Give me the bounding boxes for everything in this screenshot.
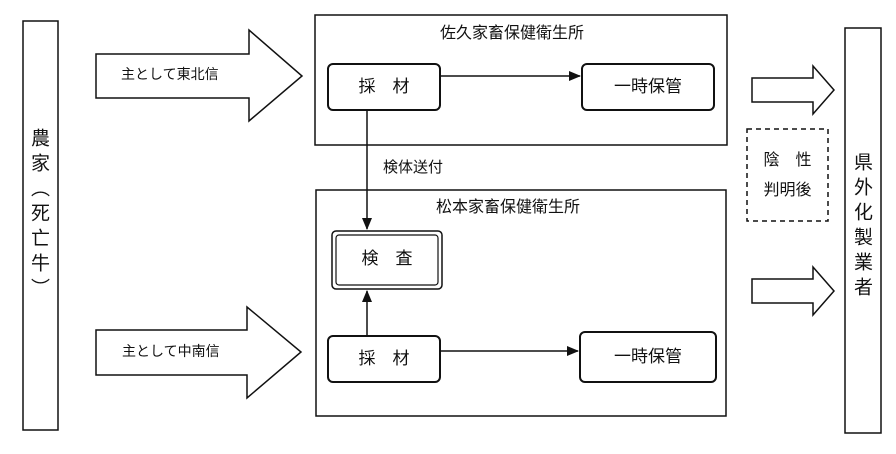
matsumoto-collect-label: 採 材 <box>358 349 410 369</box>
sample-send-label: 検体送付 <box>383 158 444 176</box>
renderer-box <box>844 27 882 434</box>
saku-collect-box <box>327 63 441 111</box>
saku-storage-box <box>581 63 715 111</box>
matsumoto-storage-label: 一時保管 <box>614 347 682 367</box>
saku-facility-title: 佐久家畜保健衛生所 <box>440 23 585 42</box>
farm-label: 農家（死亡牛） <box>28 128 50 303</box>
negative-result-box <box>746 128 829 222</box>
saku-collect-label: 採 材 <box>358 77 410 97</box>
matsumoto-facility-title: 松本家畜保健衛生所 <box>436 197 581 216</box>
to-renderer-arrow-bottom <box>751 265 835 317</box>
southcentral-arrow <box>95 305 303 400</box>
negative-note-line1: 陰 性 <box>763 150 812 169</box>
negative-note-line2: 判明後 <box>763 180 812 199</box>
matsumoto-storage-box <box>579 331 717 383</box>
renderer-label: 県外化製業者 <box>851 152 873 302</box>
northeast-arrow <box>95 28 304 123</box>
farm-box <box>22 20 59 431</box>
matsumoto-collect-box <box>327 335 441 383</box>
matsumoto-inspect-box-outer <box>331 230 443 290</box>
saku-storage-label: 一時保管 <box>614 77 682 97</box>
to-renderer-arrow-top <box>751 64 835 116</box>
northeast-arrow-label: 主として東北信 <box>121 67 219 83</box>
matsumoto-inspect-box-inner <box>335 234 439 286</box>
matsumoto-inspect-label: 検 査 <box>361 249 413 269</box>
southcentral-arrow-label: 主として中南信 <box>122 344 220 360</box>
